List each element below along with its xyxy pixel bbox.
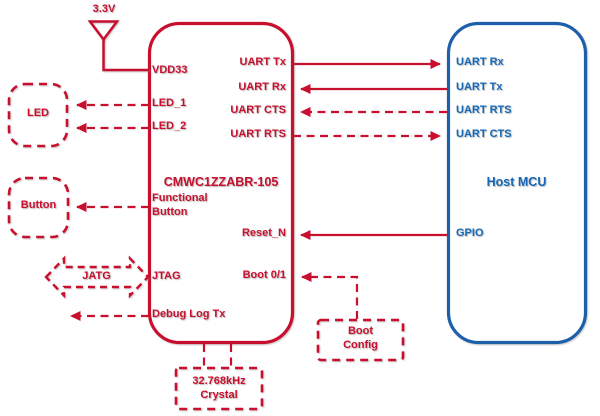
module-pin-boot: Boot 0/1 bbox=[242, 269, 286, 281]
module-pin-functional-line2: Button bbox=[152, 205, 188, 218]
module-pin-debug-log-tx: Debug Log Tx bbox=[152, 308, 226, 320]
crystal-label-line1: 32.768kHz bbox=[192, 375, 246, 387]
jtag-connector-arrow bbox=[44, 255, 150, 299]
led-box bbox=[7, 82, 69, 148]
antenna-icon bbox=[87, 20, 120, 42]
module-pin-uart-rts: UART RTS bbox=[230, 128, 286, 140]
crystal-box bbox=[174, 366, 264, 411]
led-label: LED bbox=[27, 107, 49, 119]
host-pin-uart-rx: UART Rx bbox=[456, 56, 504, 68]
host-pin-uart-cts: UART CTS bbox=[456, 128, 512, 140]
boot-config-label-line1: Boot bbox=[347, 325, 374, 337]
host-pin-gpio: GPIO bbox=[456, 227, 484, 239]
module-pin-uart-rx: UART Rx bbox=[238, 81, 286, 93]
vdd-wire bbox=[102, 39, 149, 72]
module-pin-vdd33: VDD33 bbox=[152, 64, 188, 76]
power-3v3-label: 3.3V bbox=[92, 3, 116, 15]
crystal-label: 32.768kHz Crystal bbox=[176, 375, 262, 402]
boot-config-label-line2: Config bbox=[343, 338, 378, 351]
module-box bbox=[147, 21, 295, 345]
host-pin-uart-rts: UART RTS bbox=[456, 104, 512, 116]
wire-boot-config-to-boot bbox=[301, 272, 359, 319]
module-title: CMWC1ZZABR-105 bbox=[163, 175, 279, 189]
host-pin-uart-tx: UART Tx bbox=[456, 81, 503, 93]
host-mcu-box bbox=[446, 21, 588, 345]
module-pin-jtag: JTAG bbox=[152, 270, 181, 282]
host-title: Host MCU bbox=[486, 175, 547, 189]
module-pin-led2: LED_2 bbox=[152, 120, 187, 132]
module-pin-functional-button: Functional Button bbox=[152, 192, 208, 219]
module-pin-uart-cts: UART CTS bbox=[230, 104, 286, 116]
boot-config-box bbox=[316, 318, 405, 362]
module-pin-led1: LED_1 bbox=[152, 97, 187, 109]
button-box bbox=[7, 176, 70, 239]
boot-config-label: Boot Config bbox=[318, 325, 403, 352]
crystal-label-line2: Crystal bbox=[200, 388, 238, 401]
module-pin-uart-tx: UART Tx bbox=[239, 56, 286, 68]
jtag-connector-label: JATG bbox=[82, 270, 111, 282]
button-label: Button bbox=[20, 199, 57, 211]
module-pin-functional-line1: Functional bbox=[152, 192, 208, 204]
module-pin-reset-n: Reset_N bbox=[241, 227, 286, 239]
